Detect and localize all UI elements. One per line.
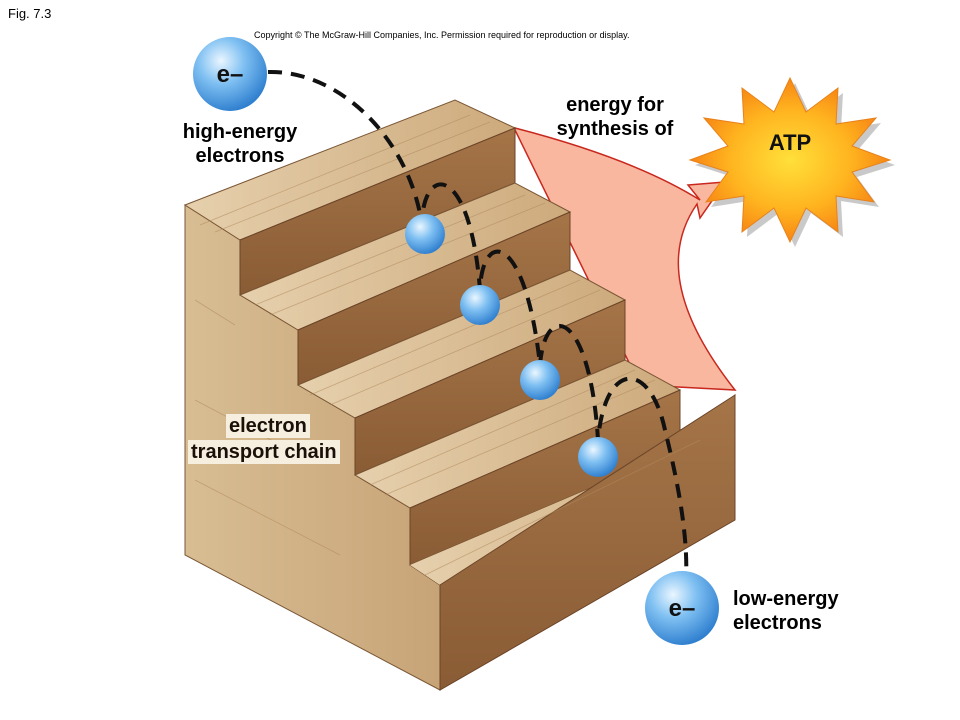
low-energy-label: low-energy electrons <box>733 587 839 635</box>
electron-sphere-high <box>193 37 267 111</box>
electron-sphere <box>578 437 618 477</box>
electron-sphere <box>405 214 445 254</box>
staircase <box>183 99 736 691</box>
etc-label-line2: transport chain <box>188 440 340 464</box>
electron-symbol-high: e– <box>217 61 244 88</box>
electron-sphere <box>460 285 500 325</box>
copyright-notice: Copyright © The McGraw-Hill Companies, I… <box>254 30 630 40</box>
high-energy-label: high-energy electrons <box>160 120 320 168</box>
high-energy-line1: high-energy <box>182 121 298 143</box>
figure-label: Fig. 7.3 <box>8 6 52 21</box>
energy-arrow <box>514 127 737 391</box>
energy-line1: energy for <box>566 94 664 116</box>
electron-sphere-low <box>645 571 719 645</box>
electron-symbol-low: e– <box>669 595 696 622</box>
high-energy-line2: electrons <box>195 145 285 167</box>
electron-sphere <box>520 360 560 400</box>
low-energy-line2: electrons <box>733 612 822 634</box>
step-top <box>410 395 735 585</box>
step-riser <box>439 394 736 691</box>
atp-label: ATP <box>769 130 811 155</box>
energy-line2: synthesis of <box>556 118 674 140</box>
etc-label-line1: electron <box>226 414 310 438</box>
atp-starburst <box>688 76 895 247</box>
low-energy-line1: low-energy <box>733 588 839 610</box>
energy-synthesis-label: energy for synthesis of <box>540 93 690 141</box>
